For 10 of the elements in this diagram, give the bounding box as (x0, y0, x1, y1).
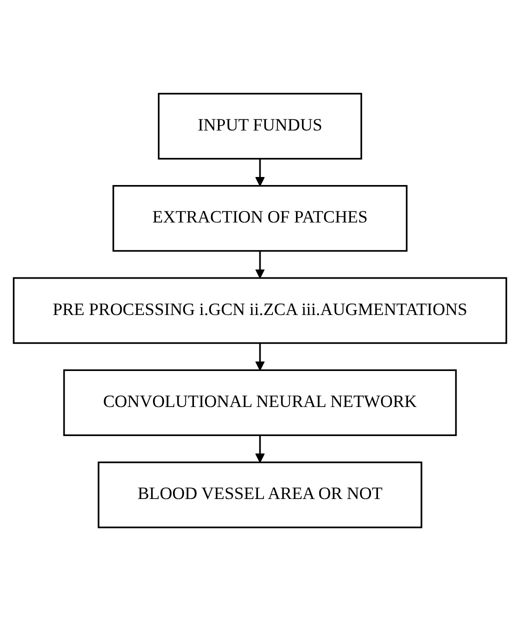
node-box (98, 462, 422, 529)
node-box (112, 185, 408, 252)
node-box (158, 93, 362, 160)
node-box (12, 278, 508, 344)
arrow (255, 436, 265, 464)
arrow (255, 159, 265, 187)
arrow (255, 251, 265, 279)
flowchart: INPUT FUNDUS EXTRACTION OF PATCHES PRE PROCESSING i.GCN ii.ZCA iii.AUGMENTATIONS CONVOLUTIONAL NEURAL NETWORK BLOOD VESSEL AREA OR NOT (5, 85, 515, 537)
node-box (63, 370, 457, 436)
arrow (255, 344, 265, 372)
